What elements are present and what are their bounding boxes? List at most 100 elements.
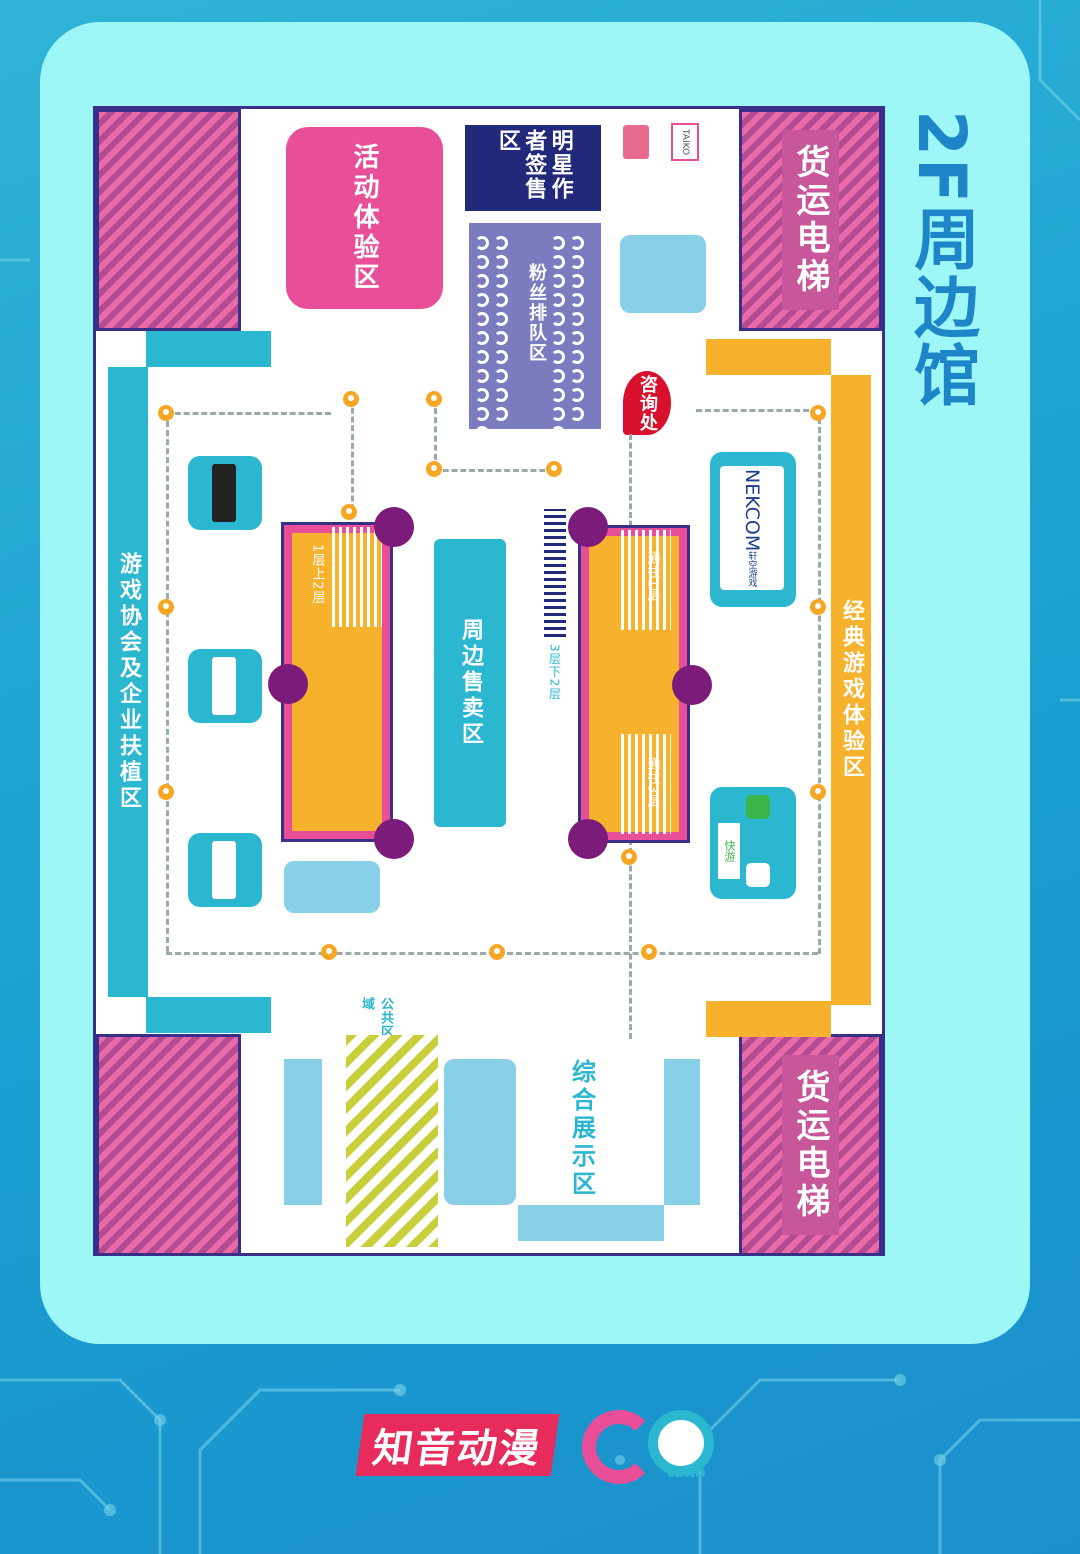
merch-sales-zone[interactable]: 周边售卖区 xyxy=(434,539,506,827)
kuaiyou-logo: 快游 xyxy=(718,823,740,879)
flow-arrow xyxy=(426,391,442,407)
character-icon xyxy=(746,863,770,887)
exhibition-stand[interactable] xyxy=(444,1059,516,1205)
escalator-block-right: 通往1层 通往3层 xyxy=(578,525,690,843)
flow-arrow xyxy=(641,944,657,960)
pillar xyxy=(374,507,414,547)
public-area-label: 公共区域 xyxy=(359,997,393,1039)
fan-queue-zone[interactable]: 粉丝排队区 xyxy=(469,223,601,440)
exhibitor-booth-top[interactable] xyxy=(620,235,706,313)
pillar xyxy=(568,507,608,547)
flow-arrow xyxy=(810,405,826,421)
flow-arrow xyxy=(489,944,505,960)
escalator-steps xyxy=(332,527,382,627)
tako-p-mark xyxy=(648,1410,714,1476)
info-desk[interactable]: 咨询处 xyxy=(623,371,671,435)
flow-arrow xyxy=(426,461,442,477)
association-zone[interactable]: 游戏协会及企业扶植区 xyxy=(108,367,148,997)
sunrise-logo xyxy=(623,125,649,159)
exhibitor-logo xyxy=(212,841,236,899)
escalator-steps xyxy=(621,530,671,630)
flow-arrow xyxy=(810,599,826,615)
queue-markers-right xyxy=(551,235,597,444)
taiko-logo: TAIKO xyxy=(671,123,699,161)
classic-games-cap-bottom xyxy=(706,1001,831,1037)
flow-arrow xyxy=(621,849,637,865)
path xyxy=(166,412,331,415)
tako-logo: tako xyxy=(582,1406,722,1486)
star-signing-label: 明星作者签售区 xyxy=(494,129,573,201)
freight-lift-top-left xyxy=(96,109,241,331)
pillar xyxy=(672,665,712,705)
activity-zone-label: 活动体验区 xyxy=(349,143,379,293)
exhibitor-booth[interactable] xyxy=(188,649,262,723)
flow-arrow xyxy=(158,599,174,615)
exhibition-label: 综合展示区 xyxy=(567,1059,596,1199)
star-signing-zone[interactable]: 明星作者签售区 xyxy=(465,125,601,211)
activity-zone[interactable]: 活动体验区 xyxy=(286,127,443,309)
floor-plan: 货运电梯 货运电梯 活动体验区 明星作者签售区 TAIKO 粉丝排队区 xyxy=(93,106,885,1256)
nekcom-sub-label: 轩空游戏 xyxy=(746,551,757,588)
association-label: 游戏协会及企业扶植区 xyxy=(116,552,141,812)
pillar xyxy=(568,819,608,859)
stairs-3-to-2 xyxy=(544,509,566,637)
kuaiyou-booth[interactable]: 快游 xyxy=(710,787,796,899)
flow-arrow xyxy=(158,405,174,421)
freight-lift-top-right: 货运电梯 xyxy=(739,109,882,331)
freight-lift-label: 货运电梯 xyxy=(782,1055,839,1235)
classic-games-zone[interactable]: 经典游戏体验区 xyxy=(831,375,871,1005)
map-title: 2F周边馆 xyxy=(903,110,980,410)
zhiyin-logo-text: 知音动漫 xyxy=(369,1426,545,1472)
to-1f-label: 通往1层 xyxy=(644,551,660,603)
flow-arrow xyxy=(321,944,337,960)
flow-arrow xyxy=(343,391,359,407)
nekcom-label: NEKCOM xyxy=(741,468,763,552)
path xyxy=(696,409,818,412)
kuaiyou-label: 快游 xyxy=(723,840,736,862)
info-desk-label: 咨询处 xyxy=(637,374,658,432)
pillar xyxy=(374,819,414,859)
stairs-3-to-2-label: 3层下2层 xyxy=(547,643,562,701)
zhiyin-logo: 知音动漫 xyxy=(355,1414,560,1476)
exhibitor-logo xyxy=(212,657,236,715)
exhibitor-booth[interactable] xyxy=(284,861,380,913)
path xyxy=(166,412,169,952)
classic-games-cap-top xyxy=(706,339,831,375)
classic-games-label: 经典游戏体验区 xyxy=(839,599,864,781)
exhibition-panel xyxy=(664,1059,700,1205)
public-area xyxy=(346,1035,438,1247)
exhibition-panel xyxy=(284,1059,322,1205)
freight-lift-bottom-left xyxy=(96,1034,241,1256)
escalator-steps xyxy=(621,734,671,834)
flow-arrow xyxy=(341,504,357,520)
flow-arrow xyxy=(810,784,826,800)
tako-label: tako xyxy=(666,1462,706,1481)
queue-markers-left xyxy=(475,235,519,444)
association-cap-bottom xyxy=(146,997,271,1033)
taiko-label: TAIKO xyxy=(680,128,690,156)
exhibitor-booth[interactable] xyxy=(188,833,262,907)
tako-c-mark xyxy=(582,1410,656,1484)
exhibitor-booth[interactable] xyxy=(188,456,262,530)
nekcom-booth[interactable]: NEKCOM 轩空游戏 xyxy=(710,452,796,607)
path xyxy=(629,839,632,1039)
stairs-1-to-2-label: 1层上2层 xyxy=(309,543,325,605)
association-cap-top xyxy=(146,331,271,367)
exhibition-panel xyxy=(518,1205,664,1241)
flow-arrow xyxy=(546,461,562,477)
path xyxy=(434,399,437,469)
fan-queue-label: 粉丝排队区 xyxy=(526,263,547,363)
freight-lift-bottom-right: 货运电梯 xyxy=(739,1034,882,1256)
path xyxy=(629,434,632,544)
pillar xyxy=(268,664,308,704)
path xyxy=(434,469,554,472)
freight-lift-label: 货运电梯 xyxy=(782,130,839,310)
path xyxy=(351,399,354,519)
path xyxy=(818,409,821,954)
game-icon xyxy=(746,795,770,819)
flow-arrow xyxy=(158,784,174,800)
merch-sales-label: 周边售卖区 xyxy=(458,618,483,748)
to-3f-label: 通往3层 xyxy=(644,757,660,809)
exhibitor-logo xyxy=(212,464,236,522)
